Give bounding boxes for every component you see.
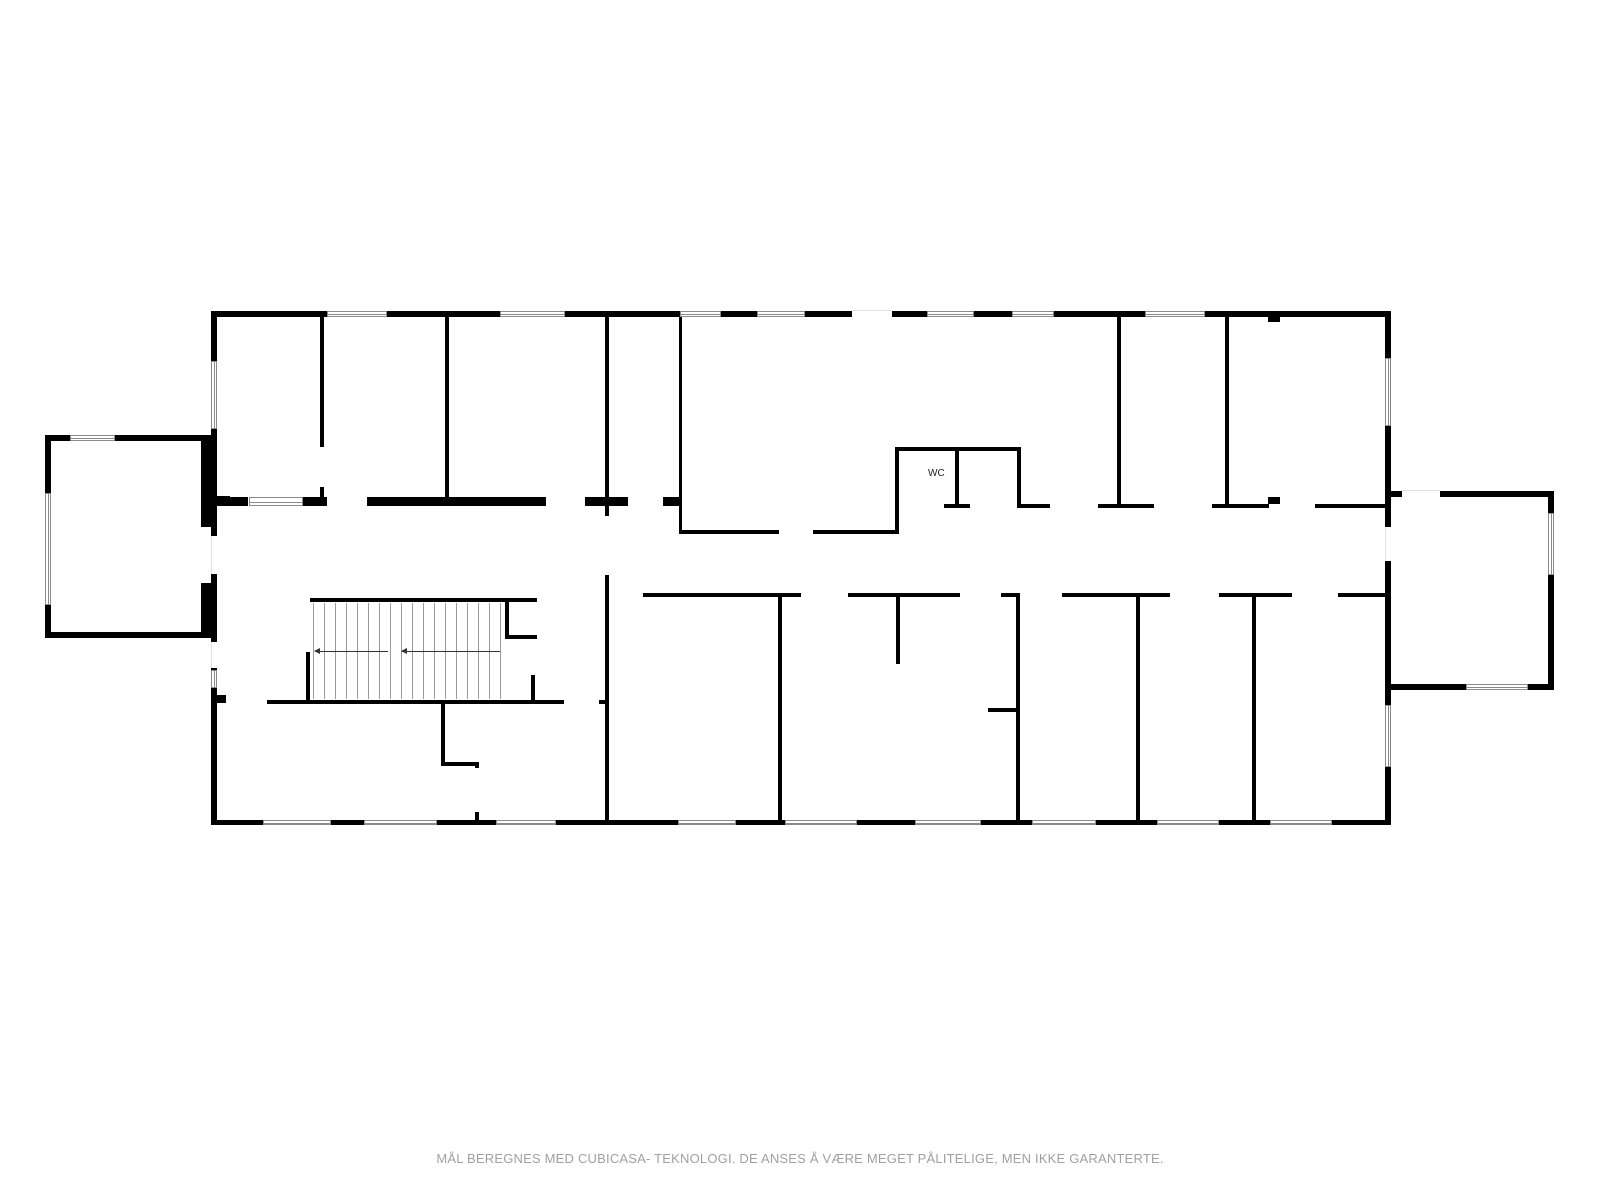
- corridor-wall: [1017, 504, 1050, 508]
- window: [678, 820, 736, 825]
- window: [1012, 311, 1054, 317]
- partition: [778, 593, 782, 825]
- window: [211, 670, 217, 688]
- corridor-wall: [211, 695, 226, 703]
- partition: [475, 762, 479, 768]
- window: [1385, 705, 1391, 767]
- partition: [1136, 593, 1140, 825]
- stair-wall: [306, 652, 310, 703]
- corridor-wall: [1001, 593, 1017, 597]
- corridor-wall: [944, 504, 970, 508]
- partition: [679, 317, 682, 532]
- corridor-wall: [367, 497, 546, 506]
- corridor-wall: [848, 593, 960, 597]
- partition: [679, 530, 779, 534]
- corridor-wall: [267, 700, 564, 704]
- door-opening: [1385, 527, 1393, 561]
- partition: [988, 708, 1016, 712]
- partition: [1225, 317, 1229, 508]
- annex-left-wall-right-upper: [201, 435, 216, 527]
- partition: [813, 530, 898, 534]
- stair-wall: [505, 635, 537, 639]
- window: [927, 311, 974, 317]
- door-opening: [211, 536, 219, 574]
- outer-wall-right: [1385, 311, 1391, 825]
- window: [70, 435, 115, 441]
- partition: [445, 317, 449, 497]
- corridor-wall: [585, 497, 628, 506]
- window: [263, 820, 331, 825]
- corridor-wall: [643, 593, 801, 597]
- window: [1548, 513, 1554, 575]
- corridor-wall: [895, 504, 899, 508]
- annex-left-wall-bottom: [45, 632, 215, 638]
- window: [1466, 684, 1528, 690]
- door-opening: [211, 642, 219, 668]
- corridor-wall: [1212, 504, 1269, 508]
- window: [680, 311, 721, 317]
- corridor-wall: [663, 497, 682, 506]
- corridor-wall: [1338, 593, 1391, 597]
- window: [1157, 820, 1219, 825]
- corridor-wall: [1315, 504, 1391, 508]
- corridor-wall: [303, 497, 327, 506]
- window: [915, 820, 981, 825]
- window: [45, 493, 51, 605]
- annex-left-wall-top: [45, 435, 215, 441]
- partition: [475, 812, 479, 822]
- stair-direction-arrow: [314, 648, 388, 654]
- stair-wall-top: [310, 598, 537, 602]
- window: [364, 820, 437, 825]
- corridor-wall: [1098, 504, 1154, 508]
- door-opening: [1402, 490, 1440, 499]
- wc-label: WC: [928, 468, 945, 479]
- door-opening: [852, 310, 892, 319]
- window: [1032, 820, 1096, 825]
- partition: [441, 762, 479, 766]
- partition: [441, 704, 445, 766]
- window: [757, 311, 805, 317]
- window: [785, 820, 857, 825]
- annex-right-wall-right: [1548, 491, 1554, 690]
- disclaimer-text: MÅL BEREGNES MED CUBICASA- TEKNOLOGI. DE…: [436, 1151, 1164, 1166]
- window: [496, 820, 556, 825]
- window: [500, 311, 565, 317]
- partition: [896, 593, 900, 664]
- partition: [1117, 317, 1121, 508]
- corridor-wall: [1062, 593, 1170, 597]
- window: [1270, 820, 1332, 825]
- partition: [1252, 593, 1256, 825]
- pillar: [1268, 497, 1280, 504]
- annex-right-wall-top: [1391, 491, 1554, 497]
- window: [327, 311, 387, 317]
- window: [211, 361, 217, 429]
- partition: [320, 317, 324, 447]
- partition: [1016, 593, 1020, 825]
- corridor-wall: [1391, 491, 1401, 497]
- partition: [605, 506, 609, 516]
- corridor-wall: [217, 497, 248, 506]
- window: [249, 497, 303, 506]
- corridor-wall: [599, 700, 609, 704]
- annex-left-wall-right-lower: [201, 583, 216, 638]
- window: [1385, 358, 1391, 426]
- stair-wall: [531, 675, 535, 703]
- wc-wall-right: [1017, 447, 1021, 507]
- stair-wall: [505, 598, 509, 638]
- window: [1145, 311, 1205, 317]
- partition: [895, 447, 899, 534]
- stair-direction-arrow: [401, 648, 500, 654]
- partition: [320, 487, 324, 501]
- partition: [605, 317, 609, 512]
- pillar: [1268, 317, 1280, 322]
- wc-divider: [955, 447, 959, 507]
